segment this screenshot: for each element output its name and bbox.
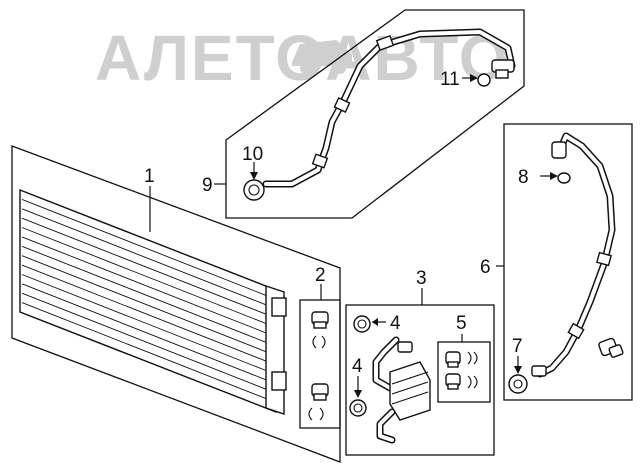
- callout-7: 7: [512, 336, 523, 357]
- condenser-fin: [21, 208, 267, 306]
- seal-top: [353, 315, 371, 333]
- callout-4-bottom: 4: [352, 356, 363, 377]
- condenser-fin: [21, 236, 267, 334]
- callout-9: 9: [202, 175, 213, 196]
- o-ring-11: [477, 73, 491, 87]
- upper-hose-panel: 9 10 11: [202, 9, 525, 219]
- seal-7: [508, 374, 528, 394]
- condenser-fin: [21, 302, 267, 400]
- condenser-fin: [21, 217, 267, 315]
- fitting-set: [445, 351, 478, 390]
- callout-6: 6: [480, 257, 491, 278]
- condenser-fin: [21, 274, 267, 371]
- condenser-fin: [21, 264, 267, 362]
- condenser-fin: [21, 283, 267, 381]
- fitting-top: [311, 311, 329, 349]
- callout-11: 11: [440, 69, 460, 90]
- condenser-fin: [21, 255, 267, 353]
- callout-1: 1: [144, 166, 155, 187]
- condenser-fin: [21, 245, 267, 343]
- callout-10: 10: [242, 144, 263, 165]
- seal-bottom: [349, 399, 367, 417]
- condenser-fins: [21, 198, 267, 400]
- fitting-bottom: [308, 383, 329, 421]
- condenser-fin: [21, 198, 267, 296]
- callout-8: 8: [518, 167, 529, 188]
- callout-5: 5: [456, 313, 467, 334]
- condenser-core: [19, 188, 287, 415]
- o-ring-8: [557, 172, 571, 184]
- condenser-fin: [21, 227, 267, 324]
- fittings-panel: 2: [299, 265, 341, 429]
- lower-hose: [531, 132, 616, 378]
- callout-3: 3: [416, 268, 427, 289]
- cooler-panel: 3 4 4 5: [345, 268, 495, 456]
- seal-10: [243, 179, 265, 201]
- oil-cooler: [372, 336, 431, 444]
- condenser-fin: [21, 292, 267, 390]
- callout-4-top: 4: [390, 313, 401, 334]
- hose-clip: [598, 337, 624, 358]
- upper-hose: [262, 28, 516, 188]
- lower-hose-panel: 6 7 8: [480, 123, 633, 401]
- condenser-panel: 1: [11, 145, 341, 463]
- callout-2: 2: [315, 265, 326, 286]
